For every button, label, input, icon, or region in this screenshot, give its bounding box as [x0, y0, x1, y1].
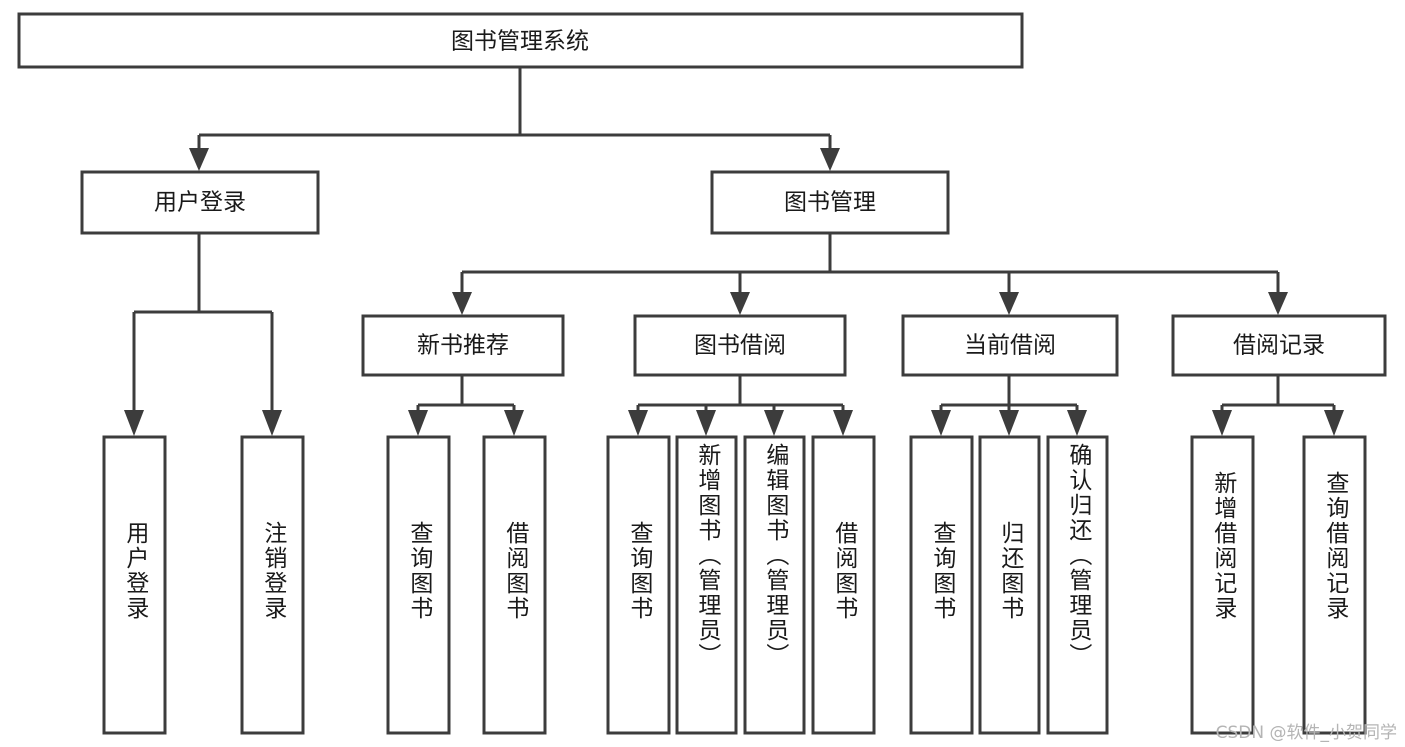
leaf-box-bb-borrow-book[interactable] [811, 435, 876, 735]
leaf-box-logout[interactable] [240, 435, 305, 735]
node-user-login-label: 用户登录 [154, 190, 246, 216]
leaf-boxes-book-borrow [606, 435, 876, 735]
arrow-head-user-login [189, 148, 209, 171]
leaf-box-br-add-record[interactable] [1190, 435, 1255, 735]
node-root-label: 图书管理系统 [451, 29, 589, 55]
leaf-box-cb-query-book[interactable] [909, 435, 974, 735]
connectors-user-login-to-leaves [124, 233, 282, 436]
node-current-borrow-box[interactable] [901, 314, 1119, 377]
leaf-boxes-user-login [102, 435, 305, 735]
connectors-root-to-level2 [189, 67, 840, 171]
arrow-head-br-leaf-2 [1324, 410, 1344, 436]
node-user-login[interactable]: 用户登录 [80, 170, 320, 235]
node-book-management-label: 图书管理 [784, 190, 876, 216]
arrow-head-br-leaf-1 [1212, 410, 1232, 436]
node-book-management[interactable]: 图书管理 [710, 170, 950, 235]
arrow-head-bb-leaf-3 [764, 410, 784, 436]
node-book-management-box[interactable] [710, 170, 950, 235]
connectors-borrow-records-to-leaves [1212, 375, 1344, 436]
connectors-current-borrow-to-leaves [931, 375, 1087, 436]
leaf-box-bb-edit-book[interactable] [743, 435, 806, 735]
node-new-book-recommend-box[interactable] [361, 314, 565, 377]
arrow-head-book-borrow [730, 292, 750, 315]
connectors-new-book-recommend-to-leaves [408, 375, 524, 436]
leaf-boxes-new-book-recommend [386, 435, 547, 735]
arrow-head-nbr-leaf-1 [408, 410, 428, 436]
arrow-head-bb-leaf-1 [628, 410, 648, 436]
node-book-borrow-label: 图书借阅 [694, 333, 786, 359]
node-new-book-recommend[interactable]: 新书推荐 [361, 314, 565, 377]
leaf-boxes-current-borrow [909, 435, 1109, 735]
arrow-head-book-mgmt [820, 148, 840, 171]
node-book-borrow-box[interactable] [633, 314, 847, 377]
leaf-box-nbr-borrow-book[interactable] [482, 435, 547, 735]
arrow-head-new-book-recommend [452, 292, 472, 315]
arrow-head-borrow-records [1268, 292, 1288, 315]
node-borrow-records[interactable]: 借阅记录 [1171, 314, 1387, 377]
leaf-box-br-query-record[interactable] [1302, 435, 1367, 735]
arrow-head-bb-leaf-4 [833, 410, 853, 436]
arrow-head-cb-leaf-1 [931, 410, 951, 436]
node-borrow-records-label: 借阅记录 [1233, 333, 1325, 359]
arrow-head-leaf-user-login [124, 410, 144, 436]
node-root-box[interactable] [17, 12, 1024, 69]
connectors-book-borrow-to-leaves [628, 375, 853, 436]
leaf-box-nbr-query-book[interactable] [386, 435, 451, 735]
node-current-borrow[interactable]: 当前借阅 [901, 314, 1119, 377]
node-current-borrow-label: 当前借阅 [964, 333, 1056, 359]
arrow-head-cb-leaf-3 [1067, 410, 1087, 436]
node-book-borrow[interactable]: 图书借阅 [633, 314, 847, 377]
leaf-box-cb-return-book[interactable] [978, 435, 1041, 735]
leaf-box-user-login[interactable] [102, 435, 167, 735]
node-root[interactable]: 图书管理系统 [17, 12, 1024, 69]
leaf-boxes-borrow-records [1190, 435, 1367, 735]
connectors-book-mgmt-to-level3 [452, 233, 1288, 315]
node-borrow-records-box[interactable] [1171, 314, 1387, 377]
leaf-box-bb-add-book[interactable] [675, 435, 738, 735]
leaf-box-bb-query-book[interactable] [606, 435, 671, 735]
arrow-head-cb-leaf-2 [999, 410, 1019, 436]
leaf-box-cb-confirm-return[interactable] [1046, 435, 1109, 735]
arrow-head-leaf-logout [262, 410, 282, 436]
node-new-book-recommend-label: 新书推荐 [417, 333, 509, 359]
arrow-head-current-borrow [999, 292, 1019, 315]
arrow-head-nbr-leaf-2 [504, 410, 524, 436]
node-user-login-box[interactable] [80, 170, 320, 235]
arrow-head-bb-leaf-2 [696, 410, 716, 436]
